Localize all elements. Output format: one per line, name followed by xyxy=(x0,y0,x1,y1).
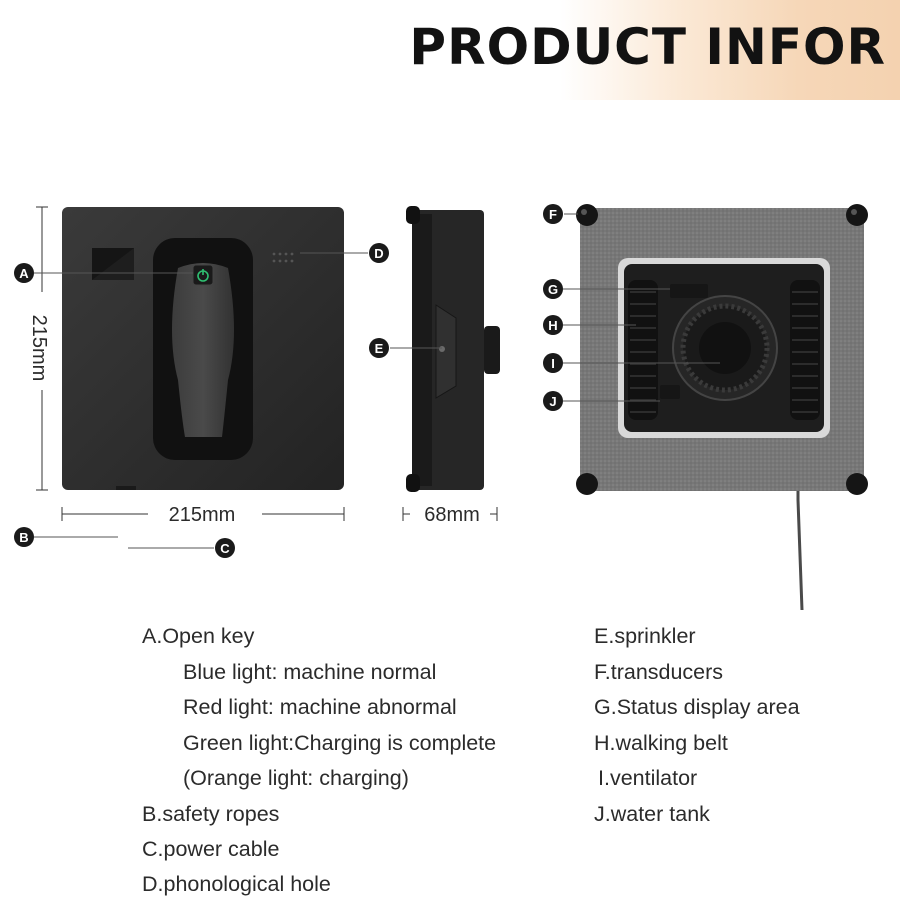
legend-item-i: I.ventilator xyxy=(598,766,698,790)
legend-item-a-red: Red light: machine abnormal xyxy=(183,695,457,719)
transducer-foot-bottom-right xyxy=(846,473,868,495)
water-tank xyxy=(660,385,680,399)
legend-item-h: H.walking belt xyxy=(594,731,728,755)
legend-item-a-orange: (Orange light: charging) xyxy=(183,766,409,790)
header-gradient xyxy=(560,0,900,100)
depth-dimension xyxy=(402,507,498,521)
legend-item-j: J.water tank xyxy=(594,802,710,826)
marker-h: H xyxy=(543,315,563,335)
leader-lines xyxy=(34,213,720,549)
marker-f: F xyxy=(543,204,563,224)
svg-text:E: E xyxy=(375,341,384,356)
width-dimension xyxy=(61,507,345,521)
legend-item-b: B.safety ropes xyxy=(142,802,280,826)
bottom-view xyxy=(576,204,868,610)
legend-item-a-blue: Blue light: machine normal xyxy=(183,660,437,684)
width-label: 215mm xyxy=(169,504,236,526)
walking-belt-right xyxy=(790,280,820,420)
svg-text:I: I xyxy=(551,356,555,371)
side-view xyxy=(406,206,500,492)
svg-text:F: F xyxy=(549,207,557,222)
marker-a: A xyxy=(14,263,34,283)
height-label: 215mm xyxy=(28,315,50,382)
side-knob xyxy=(484,326,500,374)
product-diagram: 215mm 215mm 68mm xyxy=(14,204,868,610)
status-display-area xyxy=(670,284,708,298)
svg-text:C: C xyxy=(220,541,230,556)
transducer-foot-top-right xyxy=(846,204,868,226)
svg-text:D: D xyxy=(374,246,383,261)
power-cable-line xyxy=(796,491,804,610)
handle xyxy=(172,263,234,437)
svg-text:B: B xyxy=(19,530,28,545)
transducer-foot-bottom-left xyxy=(576,473,598,495)
height-dimension xyxy=(36,206,48,491)
svg-text:H: H xyxy=(548,318,557,333)
legend-item-a: A.Open key xyxy=(142,624,255,648)
transducer-foot-top-left xyxy=(576,204,598,226)
speaker-holes-icon xyxy=(272,252,294,263)
marker-b: B xyxy=(14,527,34,547)
walking-belt-left xyxy=(628,280,658,420)
front-view xyxy=(62,207,344,490)
marker-d: D xyxy=(369,243,389,263)
legend-item-d: D.phonological hole xyxy=(142,872,331,896)
marker-i: I xyxy=(543,353,563,373)
sprinkler-nozzle xyxy=(439,346,445,352)
legend-item-a-green: Green light:Charging is complete xyxy=(183,731,497,755)
svg-text:J: J xyxy=(549,394,556,409)
legend-item-e: E.sprinkler xyxy=(594,624,696,648)
legend-item-f: F.transducers xyxy=(594,660,724,684)
marker-g: G xyxy=(543,279,563,299)
svg-text:G: G xyxy=(548,282,558,297)
svg-text:A: A xyxy=(19,266,29,281)
marker-e: E xyxy=(369,338,389,358)
legend-item-g: G.Status display area xyxy=(594,695,800,719)
page-title: PRODUCT INFOR xyxy=(409,18,886,76)
marker-j: J xyxy=(543,391,563,411)
legend-item-c: C.power cable xyxy=(142,837,280,861)
depth-label: 68mm xyxy=(424,504,480,526)
marker-c: C xyxy=(215,538,235,558)
